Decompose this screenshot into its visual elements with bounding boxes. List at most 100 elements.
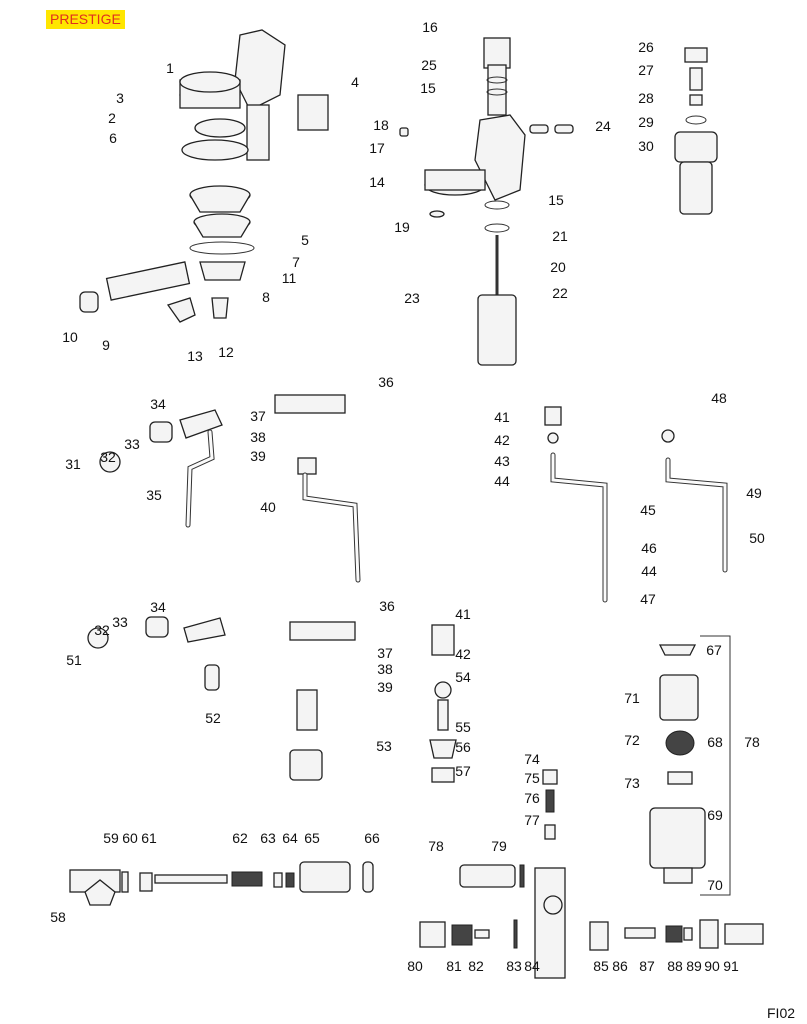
part-label-14: 14 [369, 174, 385, 190]
part-label-83: 83 [506, 958, 522, 974]
part-label-79: 79 [491, 838, 507, 854]
part-label-34: 34 [150, 599, 166, 615]
part-label-37: 37 [377, 645, 393, 661]
part-label-86: 86 [612, 958, 628, 974]
part-label-20: 20 [550, 259, 566, 275]
part-label-50: 50 [749, 530, 765, 546]
part-label-31: 31 [65, 456, 81, 472]
part-label-29: 29 [638, 114, 654, 130]
part-label-51: 51 [66, 652, 82, 668]
part-label-9: 9 [102, 337, 110, 353]
part-label-1: 1 [166, 60, 174, 76]
part-label-46: 46 [641, 540, 657, 556]
part-label-57: 57 [455, 763, 471, 779]
part-label-59: 59 [103, 830, 119, 846]
part-label-61: 61 [141, 830, 157, 846]
part-label-32: 32 [100, 449, 116, 465]
part-label-2: 2 [108, 110, 116, 126]
part-label-81: 81 [446, 958, 462, 974]
part-label-13: 13 [187, 348, 203, 364]
part-label-15: 15 [548, 192, 564, 208]
part-label-44: 44 [641, 563, 657, 579]
part-label-21: 21 [552, 228, 568, 244]
part-label-5: 5 [301, 232, 309, 248]
part-label-65: 65 [304, 830, 320, 846]
part-label-90: 90 [704, 958, 720, 974]
part-label-33: 33 [112, 614, 128, 630]
part-label-52: 52 [205, 710, 221, 726]
part-label-11: 11 [281, 270, 297, 286]
part-label-39: 39 [250, 448, 266, 464]
part-label-18: 18 [373, 117, 389, 133]
part-label-53: 53 [376, 738, 392, 754]
part-label-76: 76 [524, 790, 540, 806]
part-label-62: 62 [232, 830, 248, 846]
part-label-91: 91 [723, 958, 739, 974]
part-label-78: 78 [744, 734, 760, 750]
part-label-27: 27 [638, 62, 654, 78]
part-label-54: 54 [455, 669, 471, 685]
part-label-16: 16 [422, 19, 438, 35]
part-label-40: 40 [260, 499, 276, 515]
part-label-36: 36 [378, 374, 394, 390]
part-label-7: 7 [292, 254, 300, 270]
part-label-82: 82 [468, 958, 484, 974]
part-label-3: 3 [116, 90, 124, 106]
part-label-72: 72 [624, 732, 640, 748]
part-label-87: 87 [639, 958, 655, 974]
valve-stem-74-77 [542, 769, 558, 840]
part-label-60: 60 [122, 830, 138, 846]
part-label-44: 44 [494, 473, 510, 489]
tap-assembly-58-66 [69, 861, 374, 906]
part-label-8: 8 [262, 289, 270, 305]
part-label-75: 75 [524, 770, 540, 786]
part-label-88: 88 [667, 958, 683, 974]
part-label-28: 28 [638, 90, 654, 106]
part-label-42: 42 [455, 646, 471, 662]
part-label-73: 73 [624, 775, 640, 791]
part-label-58: 58 [50, 909, 66, 925]
part-label-71: 71 [624, 690, 640, 706]
part-label-70: 70 [707, 877, 723, 893]
valve-assembly-26-30 [674, 47, 718, 215]
group-head-assembly [79, 29, 329, 323]
valve-assembly-67-78 [649, 635, 731, 896]
part-label-38: 38 [250, 429, 266, 445]
part-label-68: 68 [707, 734, 723, 750]
part-label-41: 41 [494, 409, 510, 425]
part-label-32: 32 [94, 622, 110, 638]
part-label-15: 15 [420, 80, 436, 96]
part-label-30: 30 [638, 138, 654, 154]
part-label-6: 6 [109, 130, 117, 146]
part-label-56: 56 [455, 739, 471, 755]
part-label-25: 25 [421, 57, 437, 73]
tap-assembly-78-91 [419, 864, 764, 979]
part-label-38: 38 [377, 661, 393, 677]
part-label-23: 23 [404, 290, 420, 306]
part-label-45: 45 [640, 502, 656, 518]
part-label-89: 89 [686, 958, 702, 974]
part-label-39: 39 [377, 679, 393, 695]
part-label-37: 37 [250, 408, 266, 424]
part-label-33: 33 [124, 436, 140, 452]
part-label-64: 64 [282, 830, 298, 846]
part-label-80: 80 [407, 958, 423, 974]
part-label-35: 35 [146, 487, 162, 503]
part-label-55: 55 [455, 719, 471, 735]
part-label-77: 77 [524, 812, 540, 828]
model-badge: PRESTIGE [46, 10, 125, 29]
part-label-43: 43 [494, 453, 510, 469]
part-label-24: 24 [595, 118, 611, 134]
part-label-26: 26 [638, 39, 654, 55]
part-label-36: 36 [379, 598, 395, 614]
tube-assemblies [87, 394, 728, 783]
part-label-48: 48 [711, 390, 727, 406]
part-label-85: 85 [593, 958, 609, 974]
part-label-10: 10 [62, 329, 78, 345]
figure-code: FI02 [767, 1005, 796, 1021]
part-label-74: 74 [524, 751, 540, 767]
part-label-49: 49 [746, 485, 762, 501]
part-label-41: 41 [455, 606, 471, 622]
